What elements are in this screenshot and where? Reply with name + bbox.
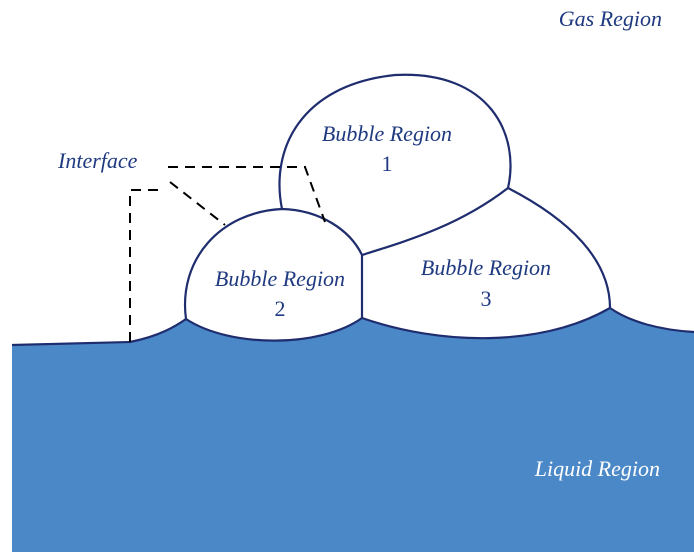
bubble-1-label: Bubble Region (322, 121, 452, 146)
bubble-1-outline (278, 73, 512, 210)
bubble-2-label: Bubble Region (215, 266, 345, 291)
bubble-1-number: 1 (382, 151, 393, 176)
gas-region-label: Gas Region (559, 6, 662, 31)
bubble-3-outline (361, 186, 612, 309)
interface-label: Interface (57, 148, 138, 173)
liquid-region (12, 308, 694, 552)
bubble-2-number: 2 (275, 296, 286, 321)
interface-leader-line-surface (129, 189, 160, 342)
bubble-3-number: 3 (481, 286, 492, 311)
bubble-2-outline (183, 207, 364, 320)
interface-leader-line-bubble-junction (168, 166, 326, 223)
interface-leader-line-bubble-2 (169, 181, 226, 226)
liquid-region-label: Liquid Region (534, 456, 660, 481)
liquid-surface-outline (11, 306, 694, 347)
bubble-3-label: Bubble Region (421, 255, 551, 280)
